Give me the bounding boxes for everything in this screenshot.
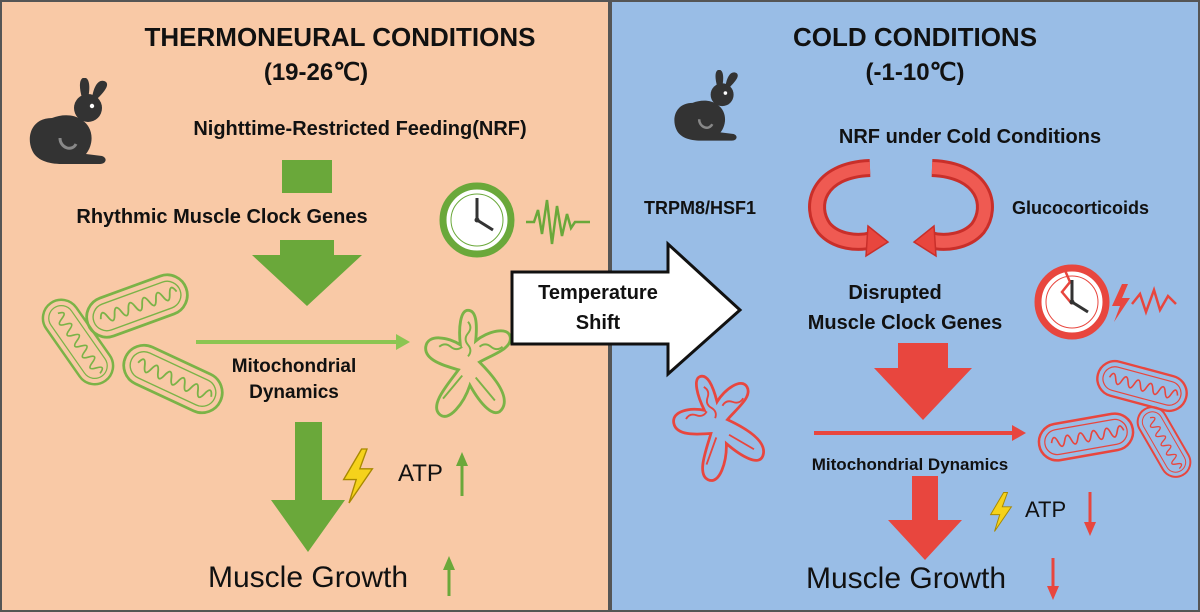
right-title: COLD CONDITIONS	[792, 22, 1038, 52]
rabbit-icon	[673, 70, 739, 142]
left-title: THERMONEURAL CONDITIONS	[144, 22, 536, 52]
left-mito-label-line2: Dynamics	[249, 382, 339, 403]
mitochondrion-icon	[423, 308, 513, 419]
broken-clock-icon	[1034, 264, 1110, 340]
atp-down-arrow	[1084, 522, 1096, 536]
left-temp-range: (19-26℃)	[263, 59, 369, 86]
mitochondrion-icon	[34, 291, 122, 393]
atp-up-arrow	[456, 452, 468, 466]
right-growth-label: Muscle Growth	[806, 562, 1007, 595]
pathway-glucocorticoids-label: Glucocorticoids	[1012, 198, 1150, 218]
curved-arrow-trpm8	[808, 159, 890, 258]
left-mito-label-line1: Mitochondrial	[231, 356, 357, 377]
mitochondrial-dynamics-arrow	[1012, 425, 1026, 441]
right-clock-line1: Disrupted	[848, 282, 942, 304]
mitochondrial-dynamics-arrow	[396, 334, 410, 350]
right-mito-label: Mitochondrial Dynamics	[811, 455, 1009, 474]
lightning-bolt-icon	[1112, 284, 1130, 322]
shift-label-line2: Shift	[575, 312, 621, 334]
growth-up-arrow	[443, 556, 455, 570]
pathway-trpm8-label: TRPM8/HSF1	[644, 198, 757, 218]
mitochondrion-icon	[79, 267, 195, 345]
mitochondrion-icon	[1092, 355, 1192, 417]
right-feeding-label: NRF under Cold Conditions	[838, 126, 1102, 148]
feeding-block	[282, 160, 332, 193]
right-temp-range: (-1-10℃)	[865, 59, 965, 86]
curved-arrow-glucocorticoids	[912, 159, 994, 258]
clock-icon	[439, 182, 515, 258]
mitochondrion-icon	[115, 337, 231, 421]
waveform-icon	[1131, 286, 1177, 316]
down-arrow-to-mitochondria	[252, 240, 362, 306]
right-atp-label: ATP	[1025, 497, 1067, 522]
left-clock-genes-label: Rhythmic Muscle Clock Genes	[76, 206, 368, 228]
shift-label-line1: Temperature	[538, 282, 658, 304]
left-feeding-label: Nighttime-Restricted Feeding(NRF)	[193, 118, 527, 140]
mitochondrion-icon	[659, 360, 775, 489]
growth-down-arrow	[1047, 586, 1059, 600]
mitochondrion-icon	[1131, 400, 1197, 484]
down-arrow-to-mitochondria	[874, 343, 972, 420]
left-growth-label: Muscle Growth	[208, 561, 409, 594]
lightning-bolt-icon	[990, 491, 1012, 533]
down-arrow-to-muscle-growth	[271, 422, 345, 552]
left-atp-label: ATP	[398, 460, 443, 487]
lightning-bolt-icon	[342, 448, 374, 504]
right-clock-line2: Muscle Clock Genes	[807, 312, 1003, 334]
rabbit-icon	[28, 78, 109, 166]
temperature-shift-arrow	[510, 240, 743, 378]
down-arrow-to-muscle-growth	[888, 476, 962, 560]
waveform-icon	[526, 199, 590, 245]
mitochondrion-icon	[1034, 409, 1138, 465]
